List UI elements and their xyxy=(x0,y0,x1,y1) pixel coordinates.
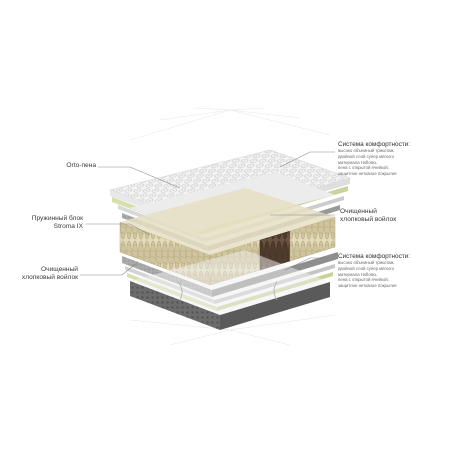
label-comfort-bottom: Система комфортности: высоко объемный тр… xyxy=(338,253,410,288)
label-orto-foam: Orto-пена xyxy=(66,162,96,170)
label-spring-block: Пружинный блок Stroma IX xyxy=(32,215,83,230)
comfort-bottom-title: Система комфортности: xyxy=(338,253,410,260)
label-spring-line1: Пружинный блок xyxy=(32,215,83,223)
comfort-top-desc-4: защитное нетканое покрытие xyxy=(338,171,410,177)
label-felt-left-line2: хлопковый войлок xyxy=(22,274,78,282)
label-spring-line2: Stroma IX xyxy=(32,223,83,231)
label-felt-right-line1: Очищенный xyxy=(340,208,396,216)
comfort-top-title: Система комфортности: xyxy=(338,141,410,148)
label-felt-left-line1: Очищенный xyxy=(22,266,78,274)
label-felt-right: Очищенный хлопковый войлок xyxy=(340,208,396,223)
label-comfort-top: Система комфортности: высоко объемный тр… xyxy=(338,141,410,176)
label-felt-left: Очищенный хлопковый войлок xyxy=(22,266,78,281)
label-felt-right-line2: хлопковый войлок xyxy=(340,216,396,224)
comfort-bottom-desc-4: защитное нетканое покрытие xyxy=(338,283,410,289)
